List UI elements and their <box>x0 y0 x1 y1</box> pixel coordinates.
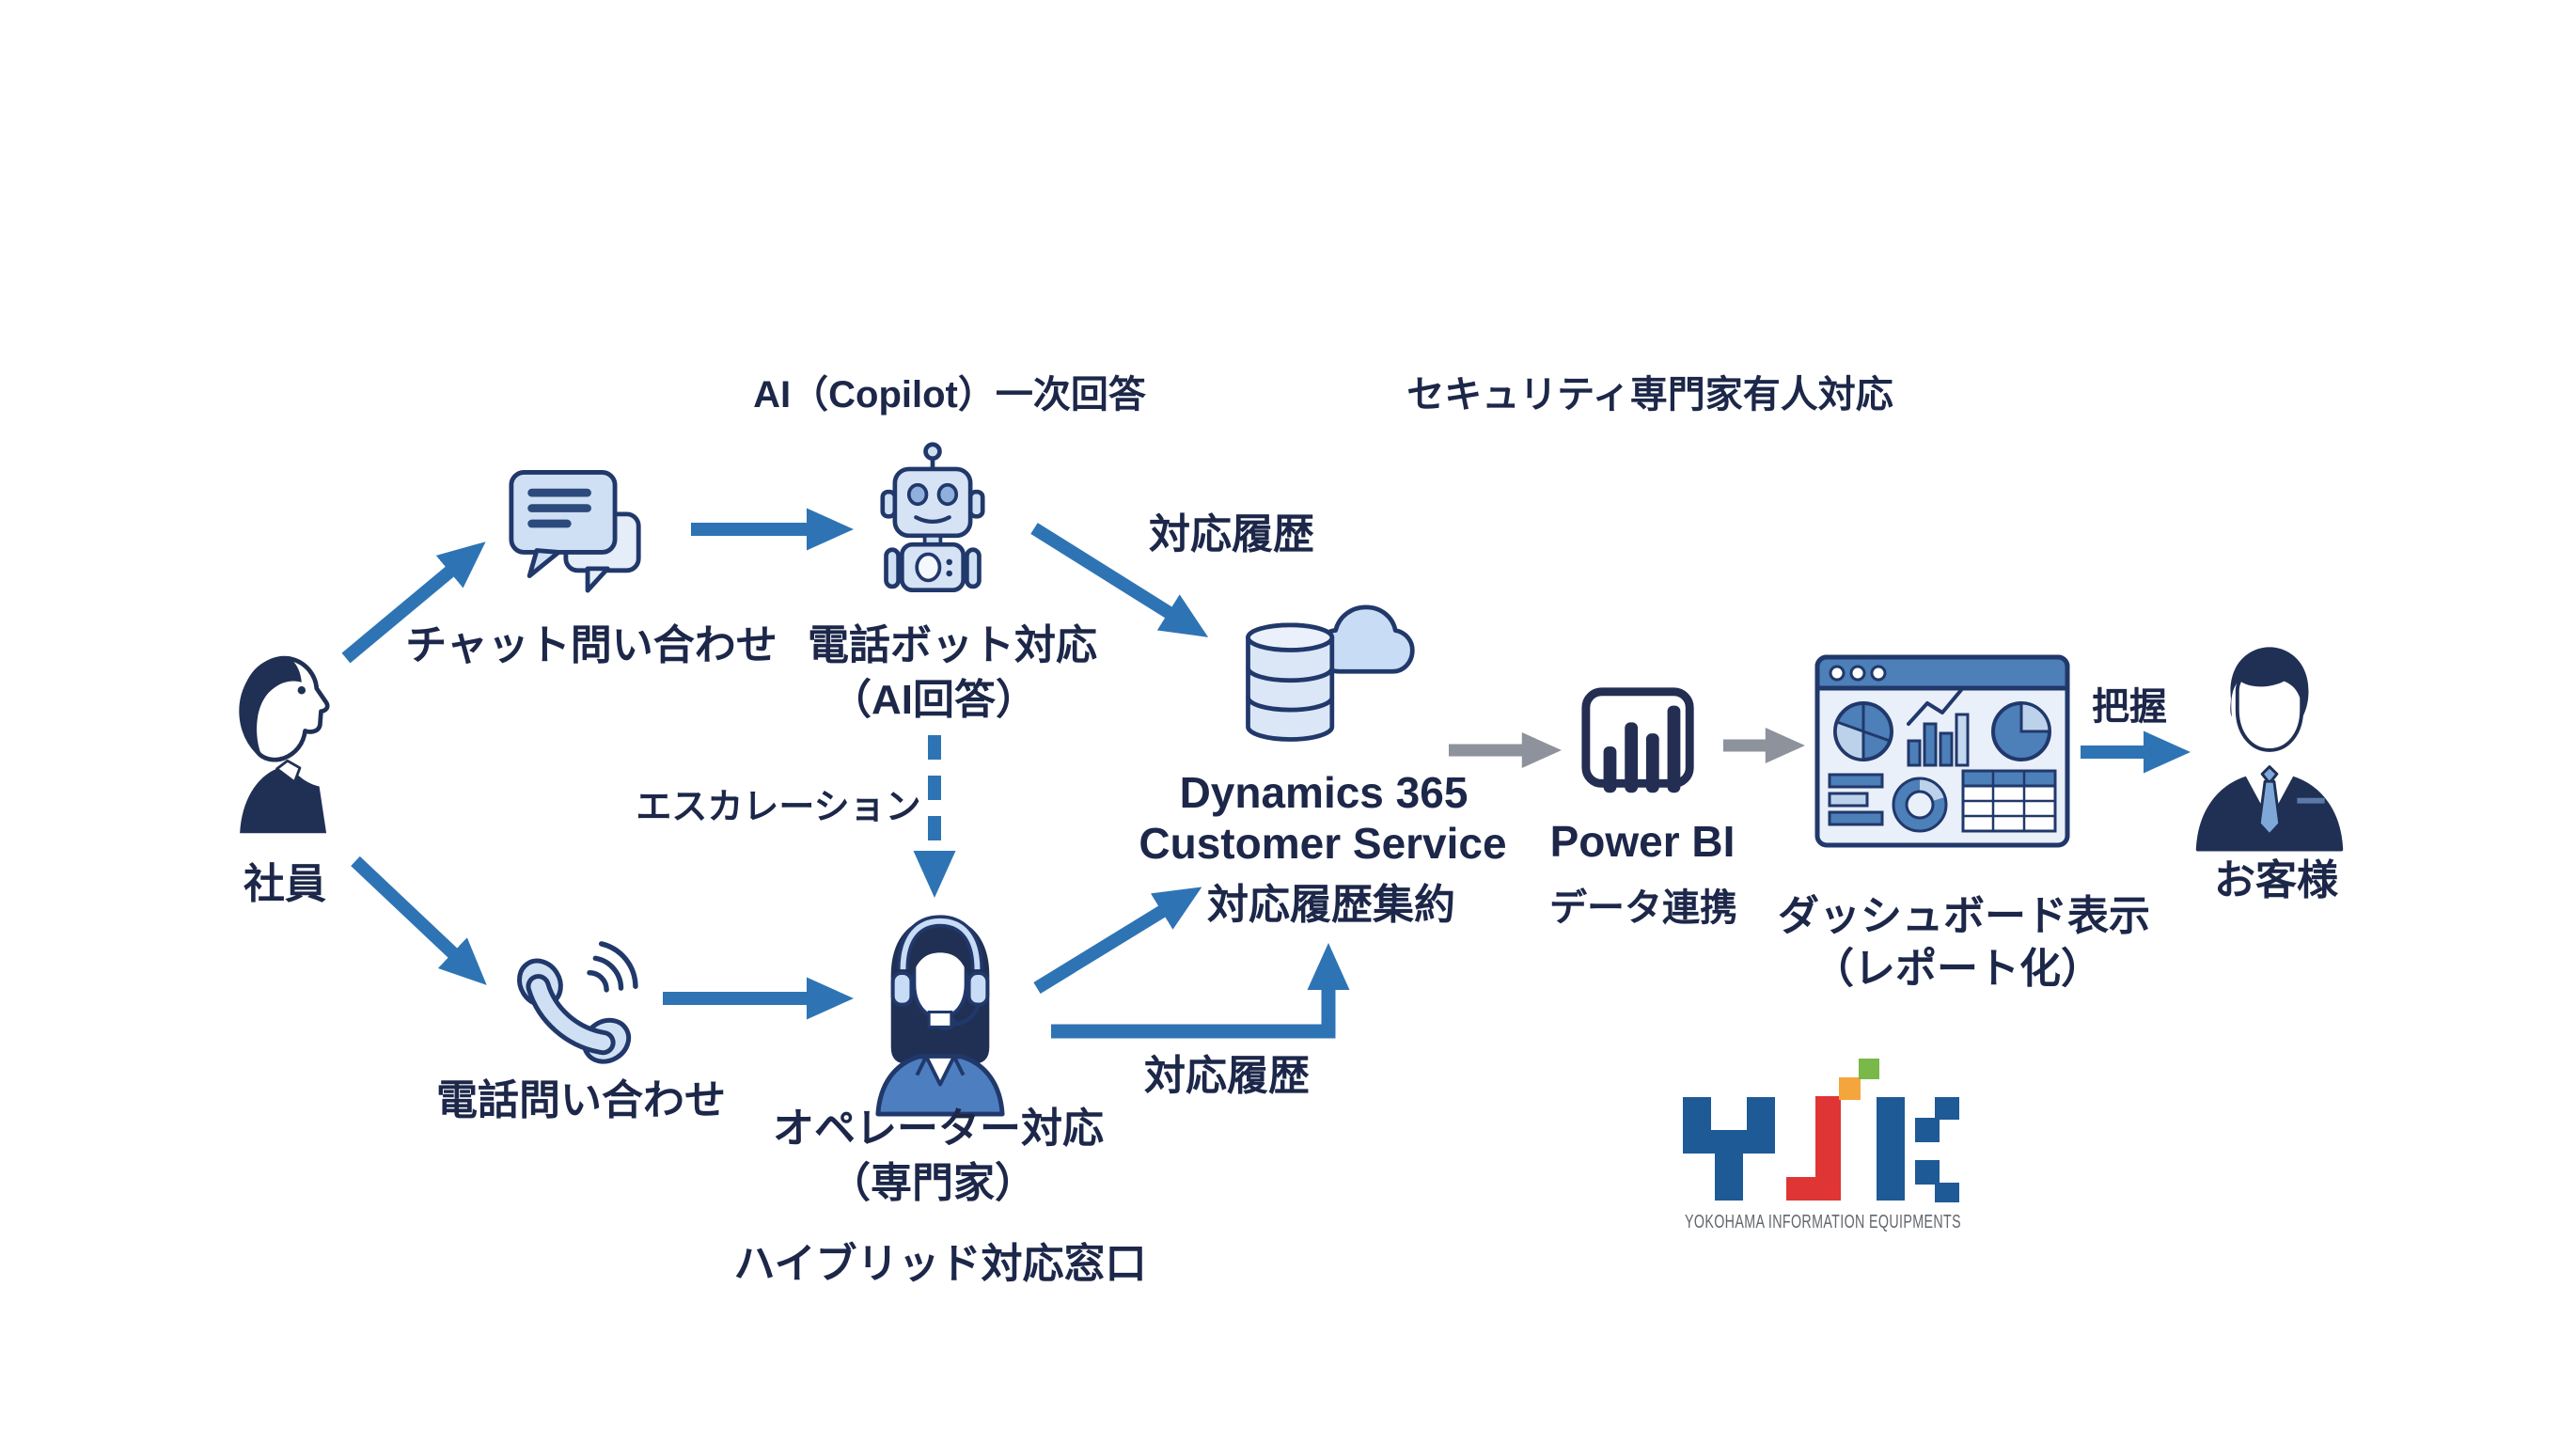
employee-person-icon <box>228 649 342 839</box>
chat-inquiry-label: チャット問い合わせ <box>405 622 778 668</box>
arrow-operator-history-elbow <box>1051 943 1350 1039</box>
arrow-employee-to-phone <box>351 855 487 985</box>
dashboard-window-icon <box>1814 654 2070 850</box>
yjk-logo-green-square <box>1859 1059 1879 1079</box>
customer-businessman-icon <box>2187 639 2352 854</box>
yjk-logo-letter-j <box>1786 1096 1841 1201</box>
dynamics-label-line2: Customer Service <box>1139 819 1507 868</box>
history-top-label: 対応履歴 <box>1149 511 1314 557</box>
employee-label: 社員 <box>243 861 326 907</box>
yjk-logo: YOKOHAMA INFORMATION EQUIPMENTS <box>1683 1059 1965 1233</box>
header-ai-primary-answer: AI（Copilot）一次回答 <box>753 374 1146 416</box>
hybrid-desk-label: ハイブリッド対応窓口 <box>733 1241 1147 1287</box>
yjk-logo-tagline: YOKOHAMA INFORMATION EQUIPMENTS <box>1685 1212 1961 1232</box>
dynamics-database-cloud-icon <box>1239 600 1418 752</box>
header-security-expert: セキュリティ専門家有人対応 <box>1406 374 1893 416</box>
phone-inquiry-label: 電話問い合わせ <box>436 1077 726 1123</box>
power-bi-icon <box>1578 686 1704 801</box>
operator-label: オペレーター対応 <box>773 1106 1104 1152</box>
phone-bot-label: 電話ボット対応 <box>808 622 1097 668</box>
dynamics-sublabel: 対応履歴集約 <box>1207 882 1455 928</box>
yjk-logo-letter-k <box>1877 1097 1959 1202</box>
operator-sublabel: （専門家） <box>829 1160 1036 1206</box>
robot-icon <box>867 437 998 604</box>
phone-bot-sublabel: （AI回答） <box>830 677 1037 723</box>
phone-handset-icon <box>508 931 644 1074</box>
arrow-operator-to-dynamics <box>1033 887 1202 994</box>
grasp-label: 把握 <box>2092 686 2167 728</box>
escalation-label: エスカレーション <box>636 788 921 827</box>
yjk-logo-orange-square <box>1839 1077 1861 1100</box>
chat-bubbles-icon <box>508 468 644 607</box>
dashboard-label-line1: ダッシュボード表示 <box>1778 893 2150 939</box>
arrow-robot-to-dynamics <box>1030 523 1209 637</box>
powerbi-label: Power BI <box>1549 817 1736 866</box>
customer-label: お客様 <box>2214 857 2338 903</box>
powerbi-sublabel: データ連携 <box>1549 887 1737 929</box>
history-bottom-label: 対応履歴 <box>1144 1053 1310 1099</box>
yjk-logo-letter-y <box>1683 1097 1775 1201</box>
arrow-employee-to-chat <box>341 542 486 664</box>
dynamics-label-line1: Dynamics 365 <box>1179 768 1469 817</box>
operator-headset-icon <box>861 908 1019 1117</box>
dashboard-label-line2: （レポート化） <box>1813 946 2102 992</box>
